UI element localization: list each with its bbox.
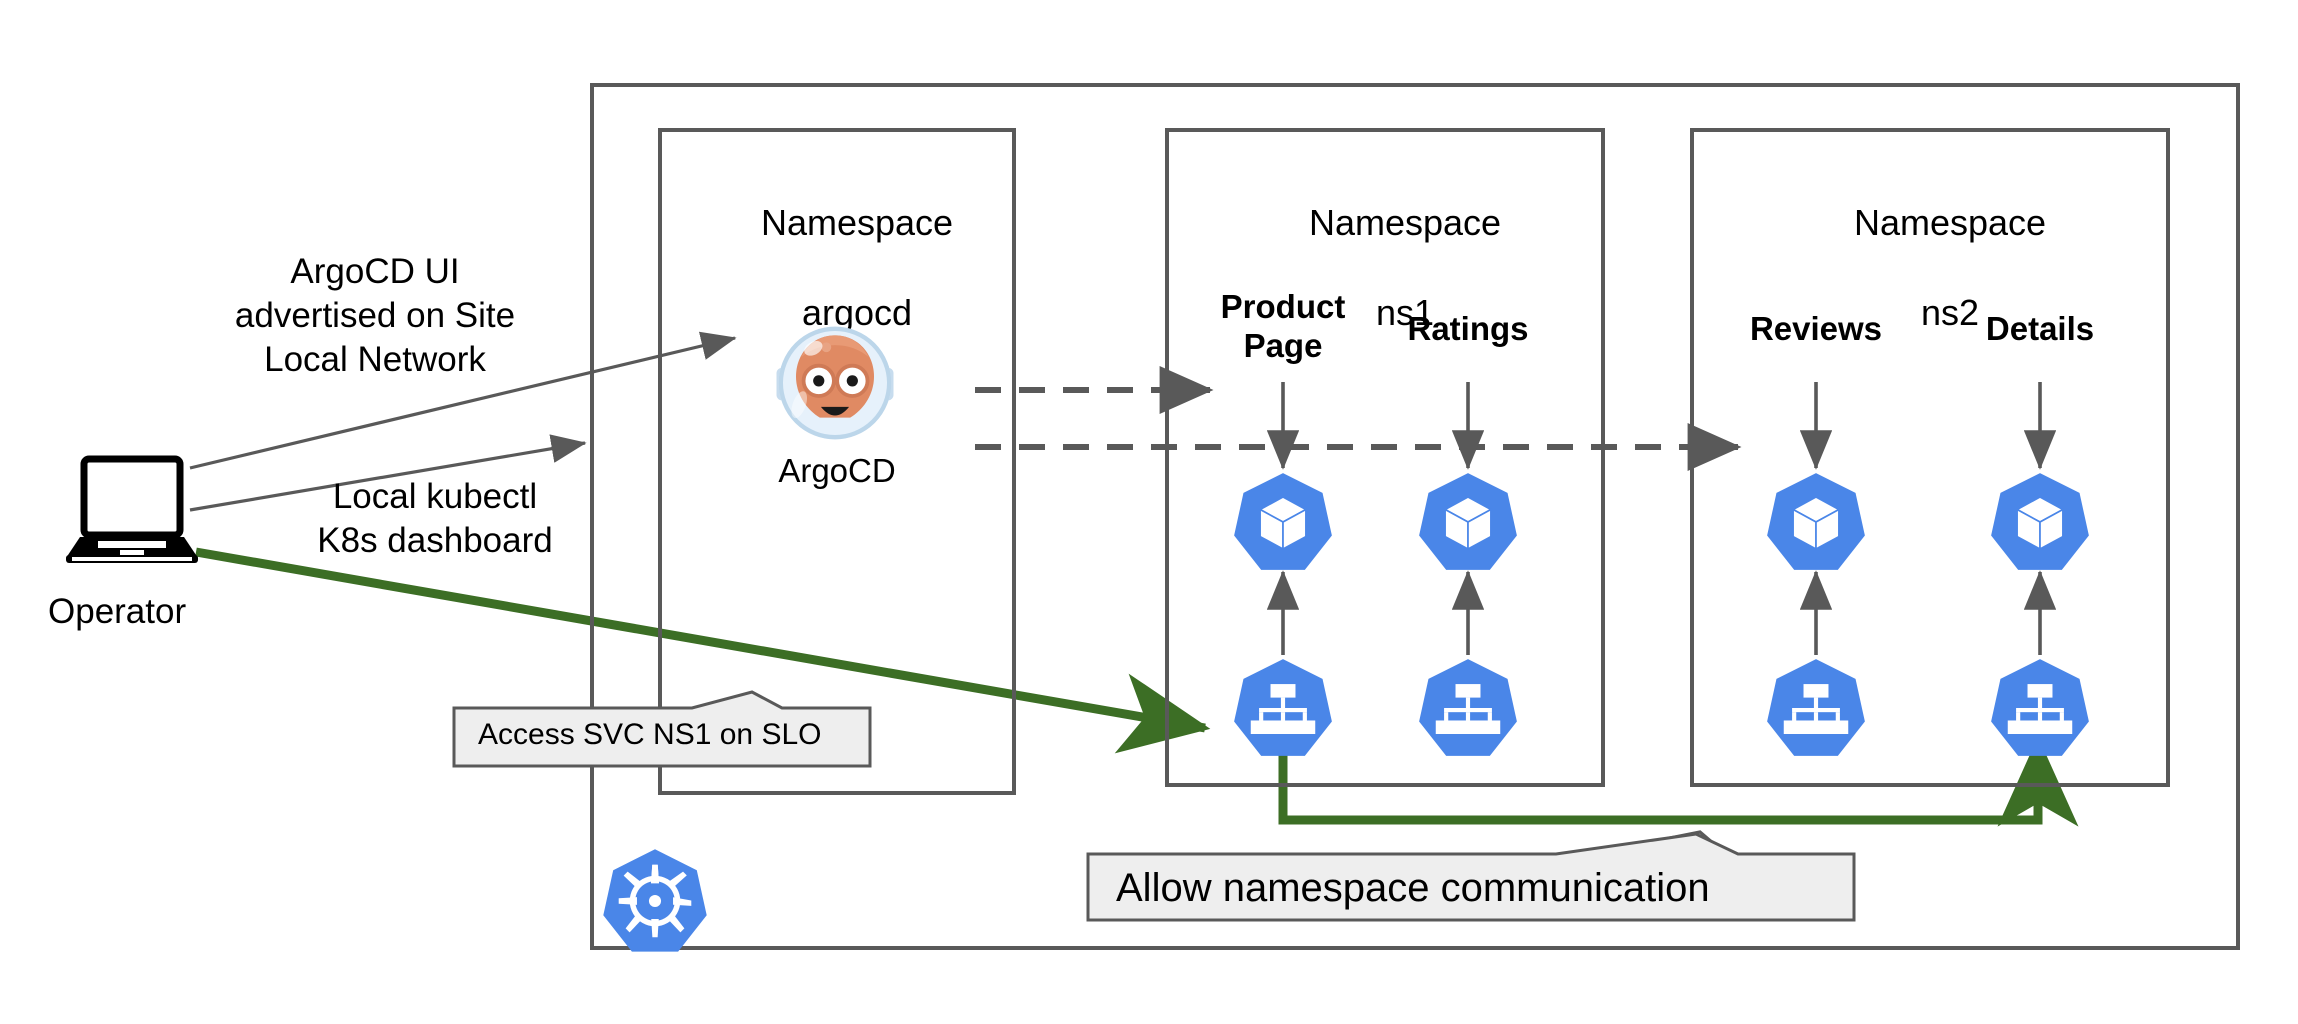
argocd-astronaut-icon (770, 318, 900, 448)
k8s-service-icon-details (1988, 656, 2092, 760)
namespace-box-ns1 (1165, 128, 1605, 787)
annotation-local-kubectl: Local kubectl K8s dashboard (317, 477, 553, 560)
namespace-title-line1: Namespace (760, 202, 954, 243)
namespace-title-line2: ns1 (1375, 292, 1435, 333)
namespace-title-line2: argocd (801, 292, 913, 333)
arrow-allow-namespace-communication (1278, 736, 2079, 827)
k8s-service-icon-product-page (1231, 656, 1335, 760)
k8s-pod-icon-reviews (1764, 470, 1868, 574)
workload-label-details: Details (1985, 310, 2095, 347)
namespace-box-argocd (658, 128, 1016, 795)
callout-text-access-svc-ns1: Access SVC NS1 on SLO (478, 718, 822, 751)
operator-label: Operator (48, 592, 187, 631)
argocd-app-label: ArgoCD (778, 452, 896, 489)
workload-label-product-page: Product Page (1220, 288, 1346, 364)
callout-allow-namespace-communication (1086, 832, 1856, 922)
laptop-icon (62, 455, 202, 565)
workload-label-reviews: Reviews (1749, 310, 1883, 347)
namespace-title-line2: ns2 (1920, 292, 1980, 333)
namespace-title-line1: Namespace (1308, 202, 1502, 243)
namespace-title-ns1: Namespace ns1 (1165, 155, 1605, 380)
namespace-title-ns2: Namespace ns2 (1690, 155, 2170, 380)
arrow-access-svc-ns1 (195, 547, 1211, 754)
callout-access-svc-ns1 (452, 690, 872, 768)
cluster-boundary (590, 83, 2240, 950)
k8s-service-icon-ratings (1416, 656, 1520, 760)
k8s-pod-icon-details (1988, 470, 2092, 574)
namespace-title-line1: Namespace (1853, 202, 2047, 243)
arrow-local-kubectl (189, 434, 587, 512)
namespace-box-ns2 (1690, 128, 2170, 787)
k8s-pod-icon-ratings (1416, 470, 1520, 574)
callout-text-allow-namespace-communication: Allow namespace communication (1116, 866, 1710, 910)
annotation-argocd-ui: ArgoCD UI advertised on Site Local Netwo… (234, 252, 516, 379)
workload-label-ratings: Ratings (1407, 310, 1529, 347)
arrow-argocd-ui (189, 331, 737, 470)
k8s-pod-icon-product-page (1231, 470, 1335, 574)
namespace-title-argocd: Namespace argocd (658, 155, 1016, 380)
kubernetes-logo-icon (600, 845, 710, 957)
k8s-service-icon-reviews (1764, 656, 1868, 760)
